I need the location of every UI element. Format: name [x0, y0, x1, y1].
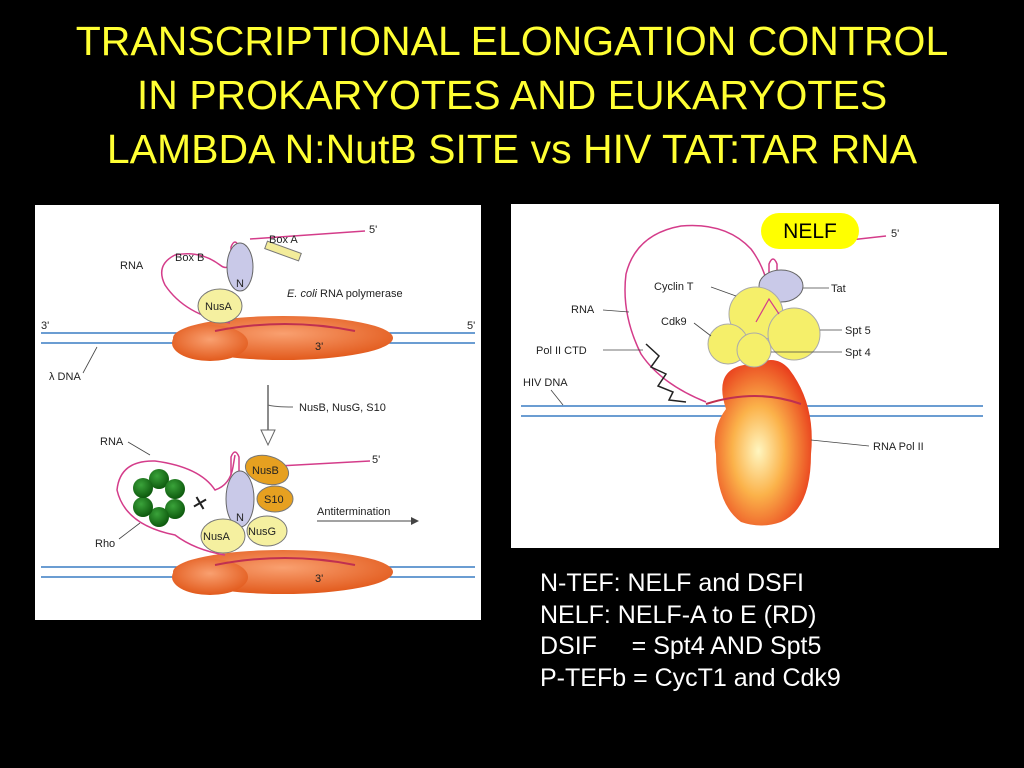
n-protein-top — [226, 242, 254, 292]
pol-ii-ctd — [645, 343, 687, 403]
tat-label: Tat — [831, 283, 846, 295]
slide-title: TRANSCRIPTIONAL ELONGATION CONTROL IN PR… — [0, 14, 1024, 176]
spt5 — [767, 307, 821, 361]
tar-loop — [755, 297, 780, 323]
hiv-rna-strand — [624, 224, 770, 403]
lambda-dna-pointer — [82, 346, 98, 374]
hiv-dna-label: HIV DNA — [523, 377, 568, 389]
definition-nelf: NELF: NELF-A to E (RD) — [540, 600, 817, 629]
definition-ntef: N-TEF: NELF and DSFI — [540, 569, 804, 597]
three-prime-left: 3' — [41, 320, 49, 332]
box-a — [264, 240, 302, 262]
tar-hairpin — [768, 258, 778, 294]
nusa-bottom — [200, 518, 246, 554]
cdk9-pointer — [693, 322, 712, 337]
transition-arrowhead — [260, 429, 276, 447]
lambda-n-diagram-svg: Box A 5' RNA Box B N NusA E. coli RNA po… — [41, 224, 475, 595]
rna-pol-ii-pointer — [810, 439, 870, 447]
antitermination-label: Antitermination — [317, 506, 390, 518]
n-label-top: N — [236, 278, 244, 290]
hiv-five-prime: 5' — [891, 228, 899, 240]
five-prime-right: 5' — [467, 320, 475, 332]
nusa-top — [197, 288, 243, 324]
rho-pointer — [118, 522, 141, 540]
three-prime-center-top: 3' — [315, 341, 323, 353]
definition-ptefb: P-TEFb = CycT1 and Cdk9 — [540, 663, 841, 692]
rna-dna-hybrid — [214, 323, 356, 332]
rho-label: Rho — [95, 538, 115, 550]
rna-label-top: RNA — [120, 260, 144, 272]
spt5-label: Spt 5 — [845, 325, 871, 337]
polymerase-label-italic: E. coli — [287, 288, 318, 300]
rna-label-bottom: RNA — [100, 436, 124, 448]
rna-strand-bottom — [116, 454, 236, 556]
cyclin-t-pointer — [710, 286, 737, 297]
polymerase-label-rest: RNA polymerase — [317, 288, 403, 300]
title-line-1: TRANSCRIPTIONAL ELONGATION CONTROL — [75, 18, 949, 64]
spt4-label: Spt 4 — [845, 347, 871, 359]
box-b-hairpin-bottom — [230, 451, 240, 475]
definition-dsif: DSIF = Spt4 AND Spt5 — [540, 632, 822, 660]
box-b-label: Box B — [175, 252, 204, 264]
pol-ii-ctd-label: Pol II CTD — [536, 345, 587, 357]
n-label-bottom: N — [236, 512, 244, 524]
arrow-label: NusB, NusG, S10 — [299, 402, 386, 414]
nusb-label: NusB — [252, 465, 279, 477]
nusb — [244, 454, 290, 486]
s10 — [256, 485, 294, 513]
cdk9-label: Cdk9 — [661, 316, 687, 328]
polymerase-lobe-bottom — [172, 559, 248, 595]
rna-pol-ii-label: RNA Pol II — [873, 441, 924, 453]
polymerase-lobe — [172, 325, 248, 361]
hiv-dna-pointer — [550, 389, 564, 406]
hiv-rna-label: RNA — [571, 304, 595, 316]
rna-5prime-top — [249, 230, 366, 240]
five-prime-bottom: 5' — [372, 454, 380, 466]
nelf-label: NELF — [783, 220, 837, 243]
hiv-rna-pointer — [602, 309, 630, 313]
hiv-tat-diagram: NELF 5' Cyclin T Tat RNA Cdk9 Spt 5 Spt … — [511, 204, 999, 548]
rna-pointer-bottom — [127, 441, 151, 456]
three-prime-center-bottom: 3' — [315, 573, 323, 585]
rna-dna-hybrid-bottom — [214, 557, 356, 566]
nusg — [246, 515, 288, 547]
nusg-label: NusG — [248, 526, 276, 538]
antitermination-arrowhead — [411, 517, 419, 525]
nusa-label-top: NusA — [205, 301, 233, 313]
five-prime-top: 5' — [369, 224, 377, 236]
spt4 — [736, 332, 772, 368]
box-a-label: Box A — [269, 234, 298, 246]
title-line-2: IN PROKARYOTES AND EUKARYOTES — [136, 72, 888, 118]
hiv-rna-dna-hybrid — [705, 395, 802, 405]
rho-hexamer — [133, 469, 185, 527]
s10-label: S10 — [264, 494, 284, 506]
lambda-n-diagram: Box A 5' RNA Box B N NusA E. coli RNA po… — [35, 205, 481, 620]
rna-pol-ii — [714, 360, 812, 526]
lambda-dna-label: λ DNA — [49, 371, 81, 383]
polymerase-label: E. coli RNA polymerase — [287, 288, 403, 300]
definitions-list: N-TEF: NELF and DSFI NELF: NELF-A to E (… — [540, 568, 841, 694]
arrow-branch — [267, 404, 294, 408]
nelf-badge — [761, 213, 859, 249]
nusa-label-bottom: NusA — [203, 531, 231, 543]
block-symbol — [193, 496, 207, 510]
cyclin-t-label: Cyclin T — [654, 281, 694, 293]
title-line-3: LAMBDA N:NutB SITE vs HIV TAT:TAR RNA — [106, 126, 918, 172]
hiv-tat-diagram-svg: NELF 5' Cyclin T Tat RNA Cdk9 Spt 5 Spt … — [521, 213, 983, 526]
